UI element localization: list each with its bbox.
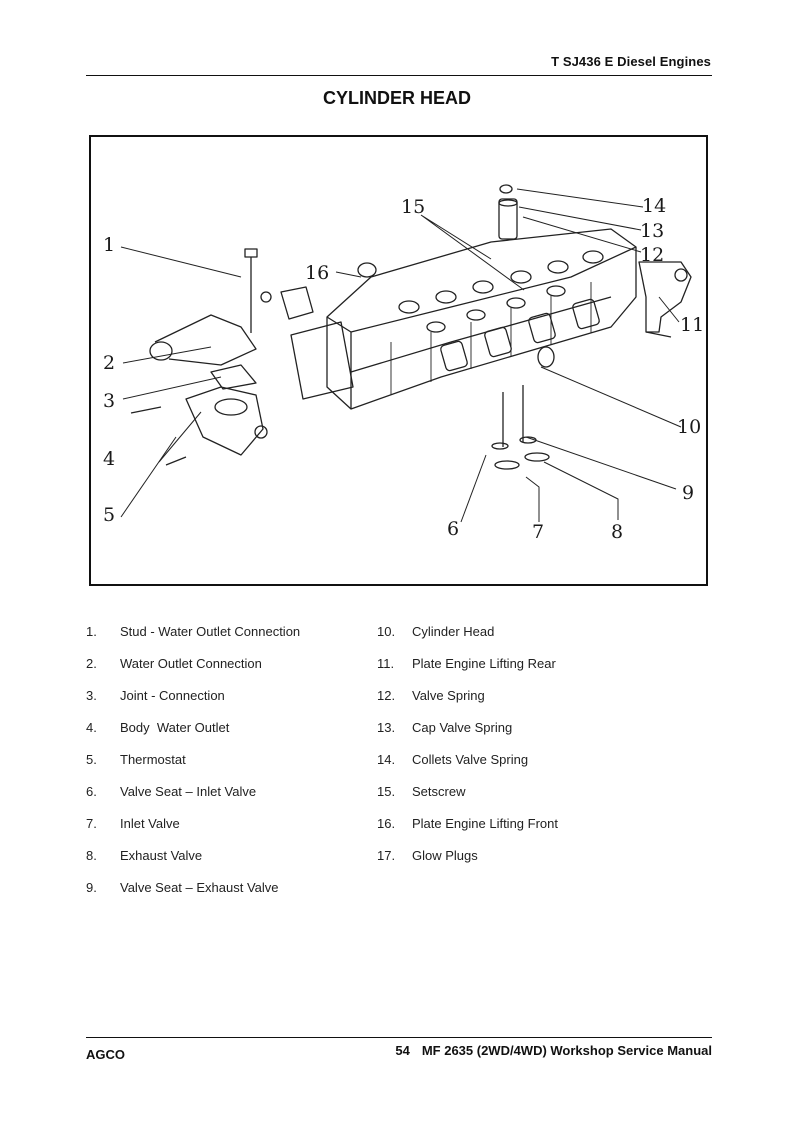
page-title: CYLINDER HEAD [322, 88, 471, 108]
legend-item: 4.Body Water Outlet [86, 720, 230, 735]
callout-1: 1 [103, 234, 115, 256]
legend-item: 13.Cap Valve Spring [377, 720, 513, 735]
callout-5: 5 [103, 504, 115, 526]
footer-manual-info: 54 MF 2635 (2WD/4WD) Workshop Service Man… [395, 1043, 712, 1058]
running-header: T SJ436 E Diesel Engines [551, 54, 711, 69]
legend-item: 3.Joint - Connection [86, 688, 225, 703]
water-outlet-drawing [130, 248, 314, 466]
callout-3: 3 [103, 390, 115, 412]
manual-title: MF 2635 (2WD/4WD) Workshop Service Manua… [421, 1043, 712, 1058]
callout-16: 16 [305, 262, 329, 284]
legend-item: 1.Stud - Water Outlet Connection [86, 624, 301, 639]
callout-2: 2 [103, 352, 115, 374]
callout-12: 12 [640, 244, 664, 266]
legend-item: 12.Valve Spring [377, 688, 485, 703]
legend-item: 11.Plate Engine Lifting Rear [377, 656, 556, 671]
legend-item: 10.Cylinder Head [377, 624, 495, 639]
footer-brand: AGCO [86, 1047, 125, 1062]
legend-item: 14.Collets Valve Spring [377, 752, 529, 767]
legend-item: 9.Valve Seat – Exhaust Valve [86, 880, 279, 895]
exploded-diagram: 1 2 3 4 5 6 7 8 9 10 11 12 13 14 15 16 [89, 135, 708, 586]
lifting-plate-drawing [638, 261, 692, 338]
legend-item: 8.Exhaust Valve [86, 848, 203, 863]
legend-item: 7.Inlet Valve [86, 816, 180, 831]
legend-item: 6.Valve Seat – Inlet Valve [86, 784, 257, 799]
header-rule [86, 75, 712, 76]
callout-labels: 1 2 3 4 5 6 7 8 9 10 11 12 13 14 15 16 [103, 195, 704, 543]
diagram-drawing: 1 2 3 4 5 6 7 8 9 10 11 12 13 14 15 16 [103, 184, 704, 543]
valve-drawing [357, 184, 550, 470]
callout-4: 4 [103, 448, 115, 470]
callout-9: 9 [682, 482, 694, 504]
callout-11: 11 [680, 314, 704, 336]
callout-13: 13 [640, 220, 664, 242]
callout-7: 7 [532, 521, 544, 543]
legend-item: 16.Plate Engine Lifting Front [377, 816, 558, 831]
callout-8: 8 [611, 521, 623, 543]
cylinder-head-drawing [290, 228, 637, 410]
callout-14: 14 [642, 195, 666, 217]
legend-item: 2.Water Outlet Connection [86, 656, 262, 671]
page-number: 54 [395, 1043, 410, 1058]
callout-6: 6 [447, 518, 459, 540]
callout-15: 15 [401, 196, 425, 218]
legend-item: 17.Glow Plugs [377, 848, 478, 863]
footer-rule [86, 1037, 712, 1038]
legend-item: 15.Setscrew [377, 784, 466, 799]
callout-10: 10 [677, 416, 701, 438]
leader-lines [120, 188, 682, 523]
legend-item: 5.Thermostat [86, 752, 186, 767]
parts-legend-left: 1.Stud - Water Outlet Connection 2.Water… [86, 624, 300, 912]
parts-legend-right: 10.Cylinder Head 11.Plate Engine Lifting… [377, 624, 558, 880]
